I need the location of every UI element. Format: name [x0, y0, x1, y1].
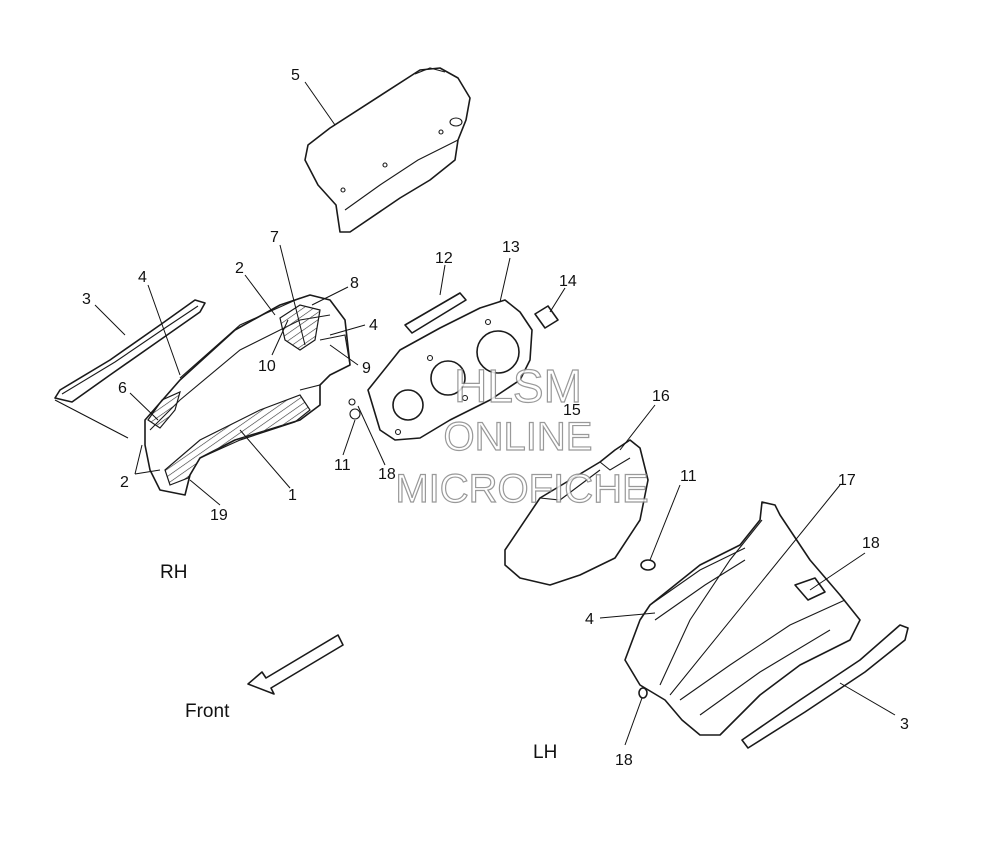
- part-3-rh-trim-strip: [54, 299, 206, 403]
- callout-18: 18: [862, 535, 880, 552]
- callout-4: 4: [138, 269, 147, 286]
- callout-14: 14: [559, 273, 577, 290]
- callout-12: 12: [435, 250, 453, 267]
- callout-11: 11: [334, 457, 351, 474]
- callout-4: 4: [585, 611, 594, 628]
- callout-5: 5: [291, 67, 300, 84]
- callout-8: 8: [350, 275, 359, 292]
- leader-lines: [54, 81, 896, 746]
- part-13-gauge-panel: [367, 299, 533, 441]
- callout-numbers: 5 7 2 4 3 8 4 10 9 6 2 19 1 11 18 12 13 …: [82, 67, 909, 769]
- callout-6: 6: [118, 380, 127, 397]
- rh-dash-housing: [144, 294, 361, 496]
- lh-label: LH: [533, 742, 557, 763]
- callout-11: 11: [680, 468, 697, 485]
- callout-3: 3: [82, 291, 91, 308]
- watermark-line-2: ONLINE: [444, 415, 593, 459]
- watermark-line-1: HLSM: [454, 360, 582, 412]
- callout-16: 16: [652, 388, 670, 405]
- part-11-grommet: [640, 559, 656, 571]
- callout-3: 3: [900, 716, 909, 733]
- callout-2: 2: [120, 474, 129, 491]
- callout-13: 13: [502, 239, 520, 256]
- part-14-label: [534, 305, 559, 329]
- front-label: Front: [185, 701, 230, 722]
- callout-18: 18: [378, 466, 396, 483]
- callout-17: 17: [838, 472, 856, 489]
- callout-18: 18: [615, 752, 633, 769]
- callout-1: 1: [288, 487, 297, 504]
- callout-10: 10: [258, 358, 276, 375]
- front-arrow-icon: [247, 634, 344, 695]
- lh-dash-housing: [624, 501, 861, 736]
- part-12-strip: [404, 292, 467, 334]
- rh-label: RH: [160, 562, 187, 583]
- callout-9: 9: [362, 360, 371, 377]
- callout-4: 4: [369, 317, 378, 334]
- watermark: HLSM ONLINE MICROFICHE: [395, 359, 650, 511]
- callout-19: 19: [210, 507, 228, 524]
- part-5-cover-panel: [304, 67, 471, 233]
- part-3-lh-trim-strip: [741, 624, 909, 749]
- callout-15: 15: [563, 402, 581, 419]
- callout-2: 2: [235, 260, 244, 277]
- watermark-line-3: MICROFICHE: [395, 467, 648, 511]
- part-16-gauge-cover: [504, 439, 649, 586]
- callout-7: 7: [270, 229, 279, 246]
